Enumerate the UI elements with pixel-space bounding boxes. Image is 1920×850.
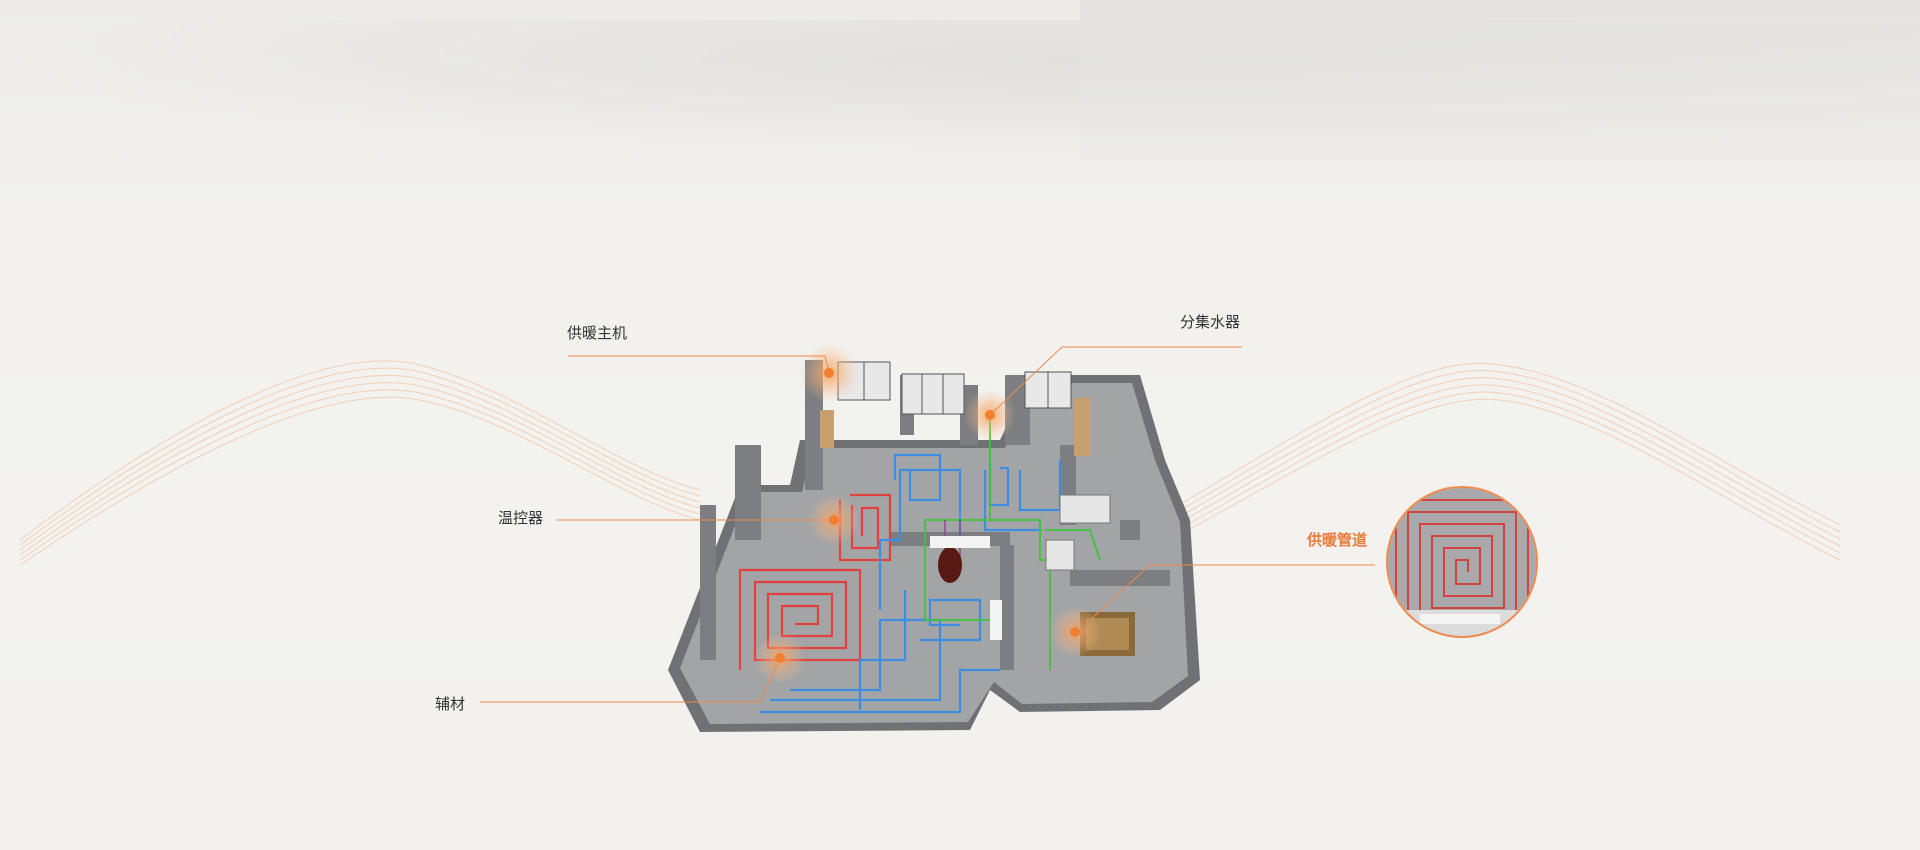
cabinets: [820, 398, 1090, 456]
label-heating-pipe: 供暖管道: [1307, 532, 1368, 549]
label-accessories: 辅材: [435, 696, 466, 713]
building-floor: [668, 375, 1200, 732]
windows: [837, 361, 1072, 415]
background-ceiling-panel: [1080, 0, 1920, 160]
leader-lines: [480, 346, 1375, 703]
pipe-detail-zoom: [1386, 486, 1538, 638]
supply-lines: [924, 420, 1101, 670]
label-thermostat: 温控器: [498, 510, 544, 527]
label-heating-host: 供暖主机: [567, 325, 628, 342]
furniture: [930, 494, 1135, 656]
label-manifold: 分集水器: [1180, 314, 1241, 331]
